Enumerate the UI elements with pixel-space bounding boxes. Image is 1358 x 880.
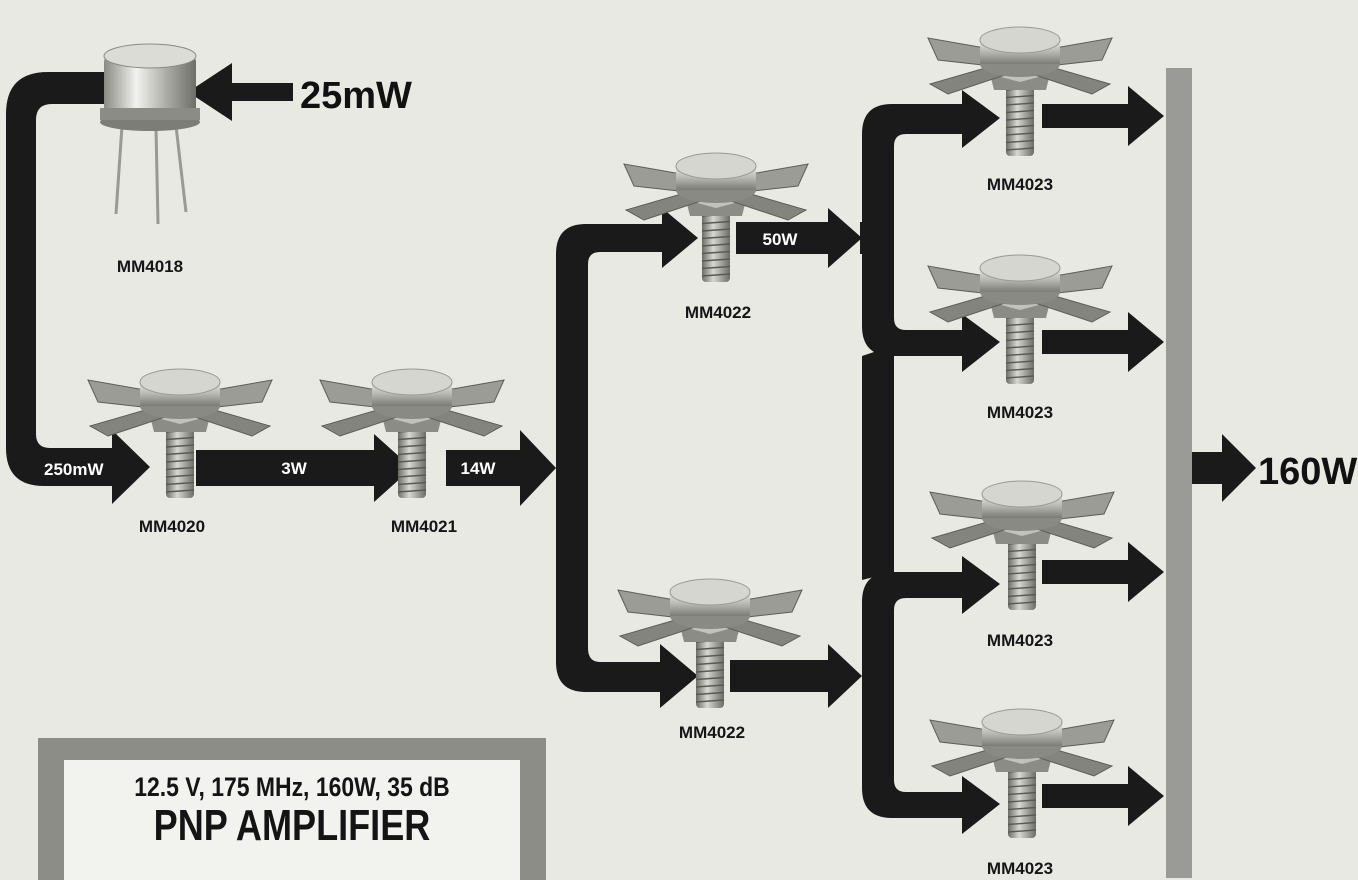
join-top <box>860 222 868 254</box>
amplifier-title: PNP AMPLIFIER <box>105 801 479 851</box>
split-to-finals-1-2 <box>862 90 1000 372</box>
level-50w: 50W <box>763 230 799 249</box>
label-mm4023-1: MM4023 <box>987 175 1053 194</box>
level-14w: 14W <box>461 459 497 478</box>
final-1-out <box>1042 86 1164 146</box>
split-to-finals-3-4 <box>862 556 1000 834</box>
mm4022-top-transistor <box>624 153 808 282</box>
final-2-out <box>1042 312 1164 372</box>
level-250mw: 250mW <box>44 460 104 479</box>
label-mm4022-top: MM4022 <box>685 303 751 322</box>
mm4018-transistor <box>100 44 200 224</box>
wire-mm4018-mm4020 <box>6 72 150 504</box>
label-mm4023-3: MM4023 <box>987 631 1053 650</box>
final-3-out <box>1042 542 1164 602</box>
label-mm4023-2: MM4023 <box>987 403 1053 422</box>
final-4-out <box>1042 766 1164 826</box>
level-3w: 3W <box>281 459 307 478</box>
spec-line: 12.5 V, 175 MHz, 160W, 35 dB <box>98 772 486 803</box>
mm4023-1-transistor <box>928 27 1112 156</box>
spec-plate: 12.5 V, 175 MHz, 160W, 35 dB PNP AMPLIFI… <box>38 738 546 880</box>
label-mm4018: MM4018 <box>117 257 183 276</box>
combiner-bar <box>1166 68 1192 878</box>
label-mm4021: MM4021 <box>391 517 457 536</box>
arrow-50w <box>736 208 862 268</box>
mm4023-4-transistor <box>930 709 1114 838</box>
output-power-label: 160W <box>1258 451 1357 493</box>
label-mm4020: MM4020 <box>139 517 205 536</box>
input-arrow <box>188 63 293 121</box>
mm4023-2-transistor <box>928 255 1112 384</box>
label-mm4023-4: MM4023 <box>987 859 1053 878</box>
output-arrow <box>1190 434 1256 502</box>
spec-plate-inner: 12.5 V, 175 MHz, 160W, 35 dB PNP AMPLIFI… <box>64 760 520 880</box>
split-middle <box>862 346 894 580</box>
arrow-mm4022b-out <box>730 644 862 708</box>
label-mm4022-bottom: MM4022 <box>679 723 745 742</box>
input-power-label: 25mW <box>300 75 412 117</box>
